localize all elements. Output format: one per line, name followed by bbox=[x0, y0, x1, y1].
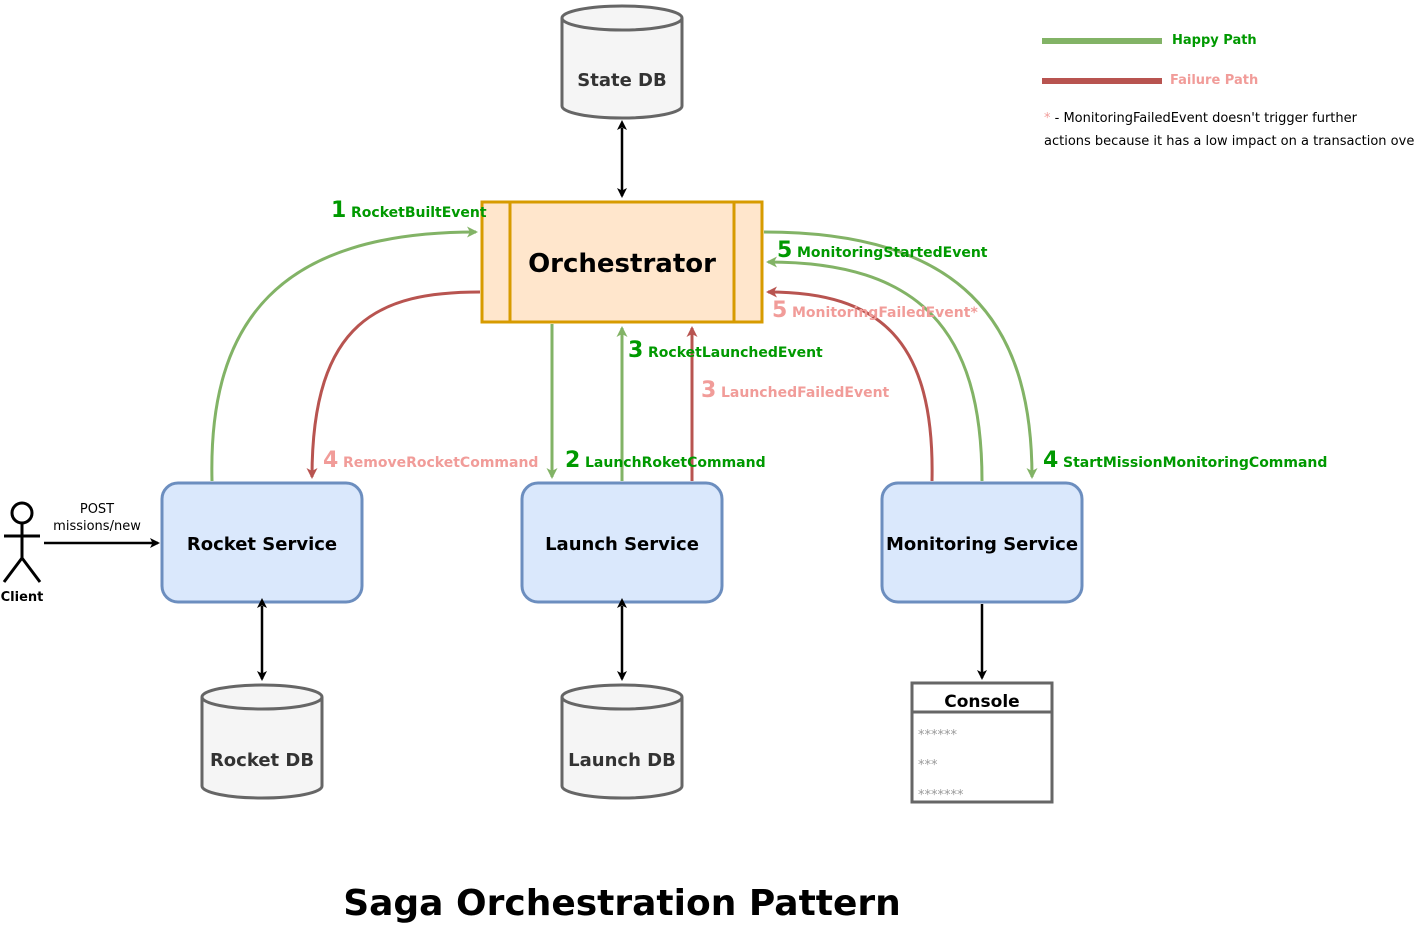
edge-label-4-fail: 4 RemoveRocketCommand bbox=[323, 448, 538, 473]
edge-number: 5 bbox=[777, 238, 792, 263]
legend-failure-label: Failure Path bbox=[1170, 73, 1258, 88]
edge-monitoring-failed-event bbox=[766, 286, 934, 482]
state-db-label: State DB bbox=[577, 70, 666, 91]
edge-text: RocketBuiltEvent bbox=[351, 205, 487, 221]
edge-text: MonitoringStartedEvent bbox=[797, 245, 988, 261]
legend: Happy Path Failure Path * - MonitoringFa… bbox=[1042, 33, 1414, 149]
client-actor-icon[interactable] bbox=[2, 501, 42, 583]
edge-text: LaunchRoketCommand bbox=[585, 455, 766, 471]
client-request-method: POST bbox=[80, 502, 114, 517]
orchestrator-node[interactable]: Orchestrator bbox=[480, 200, 764, 324]
edge-label-1: 1 RocketBuiltEvent bbox=[331, 198, 487, 223]
console-line: ******* bbox=[918, 788, 964, 803]
rocket-service-node[interactable]: Rocket Service bbox=[160, 481, 364, 604]
edge-remove-rocket-command bbox=[306, 290, 481, 479]
edge-text: RemoveRocketCommand bbox=[343, 455, 538, 471]
legend-happy-label: Happy Path bbox=[1172, 33, 1257, 48]
monitoring-service-node[interactable]: Monitoring Service bbox=[880, 481, 1084, 604]
legend-note-text: - MonitoringFailedEvent doesn't trigger … bbox=[1051, 111, 1358, 126]
console-line: ****** bbox=[918, 728, 958, 743]
edge-text: RocketLaunchedEvent bbox=[648, 345, 823, 361]
launch-db-label: Launch DB bbox=[568, 750, 676, 771]
edge-label-3-ok: 3 RocketLaunchedEvent bbox=[628, 338, 823, 363]
edge-label-4-ok: 4 StartMissionMonitoringCommand bbox=[1043, 448, 1327, 473]
edge-text: MonitoringFailedEvent* bbox=[792, 305, 978, 321]
edge-rocket-built-event bbox=[210, 226, 478, 482]
launch-db[interactable]: Launch DB bbox=[560, 683, 684, 800]
edge-number: 1 bbox=[331, 198, 346, 223]
edge-number: 3 bbox=[701, 378, 716, 403]
client-label: Client bbox=[1, 590, 44, 605]
orchestrator-label: Orchestrator bbox=[528, 249, 716, 279]
launch-service-label: Launch Service bbox=[545, 534, 699, 555]
legend-note-line2: actions because it has a low impact on a… bbox=[1044, 134, 1414, 149]
edge-number: 4 bbox=[1043, 448, 1058, 473]
console-panel[interactable]: Console ****** *** ******* bbox=[910, 681, 1054, 804]
console-line: *** bbox=[918, 758, 938, 773]
rocket-db-label: Rocket DB bbox=[210, 750, 314, 771]
edge-start-mission-monitoring-command bbox=[763, 230, 1038, 479]
rocket-db[interactable]: Rocket DB bbox=[200, 683, 324, 800]
edge-number: 2 bbox=[565, 448, 580, 473]
client-request-path: missions/new bbox=[53, 519, 141, 534]
edge-monitoring-started-event bbox=[766, 256, 984, 482]
edge-label-2: 2 LaunchRoketCommand bbox=[565, 448, 766, 473]
launch-service-node[interactable]: Launch Service bbox=[520, 481, 724, 604]
edge-number: 3 bbox=[628, 338, 643, 363]
console-title: Console bbox=[944, 692, 1019, 712]
edge-label-5-fail: 5 MonitoringFailedEvent* bbox=[772, 298, 978, 323]
edge-text: LaunchedFailedEvent bbox=[721, 385, 890, 401]
edge-number: 4 bbox=[323, 448, 338, 473]
diagram-title: Saga Orchestration Pattern bbox=[343, 883, 901, 924]
legend-note-line1: * - MonitoringFailedEvent doesn't trigge… bbox=[1044, 111, 1358, 126]
state-db[interactable]: State DB bbox=[560, 4, 684, 120]
monitoring-service-label: Monitoring Service bbox=[886, 534, 1078, 555]
edge-text: StartMissionMonitoringCommand bbox=[1063, 455, 1327, 471]
edge-label-3-fail: 3 LaunchedFailedEvent bbox=[701, 378, 890, 403]
edge-number: 5 bbox=[772, 298, 787, 323]
rocket-service-label: Rocket Service bbox=[187, 534, 337, 555]
legend-note-star: * bbox=[1044, 111, 1051, 126]
edge-label-5-ok: 5 MonitoringStartedEvent bbox=[777, 238, 988, 263]
